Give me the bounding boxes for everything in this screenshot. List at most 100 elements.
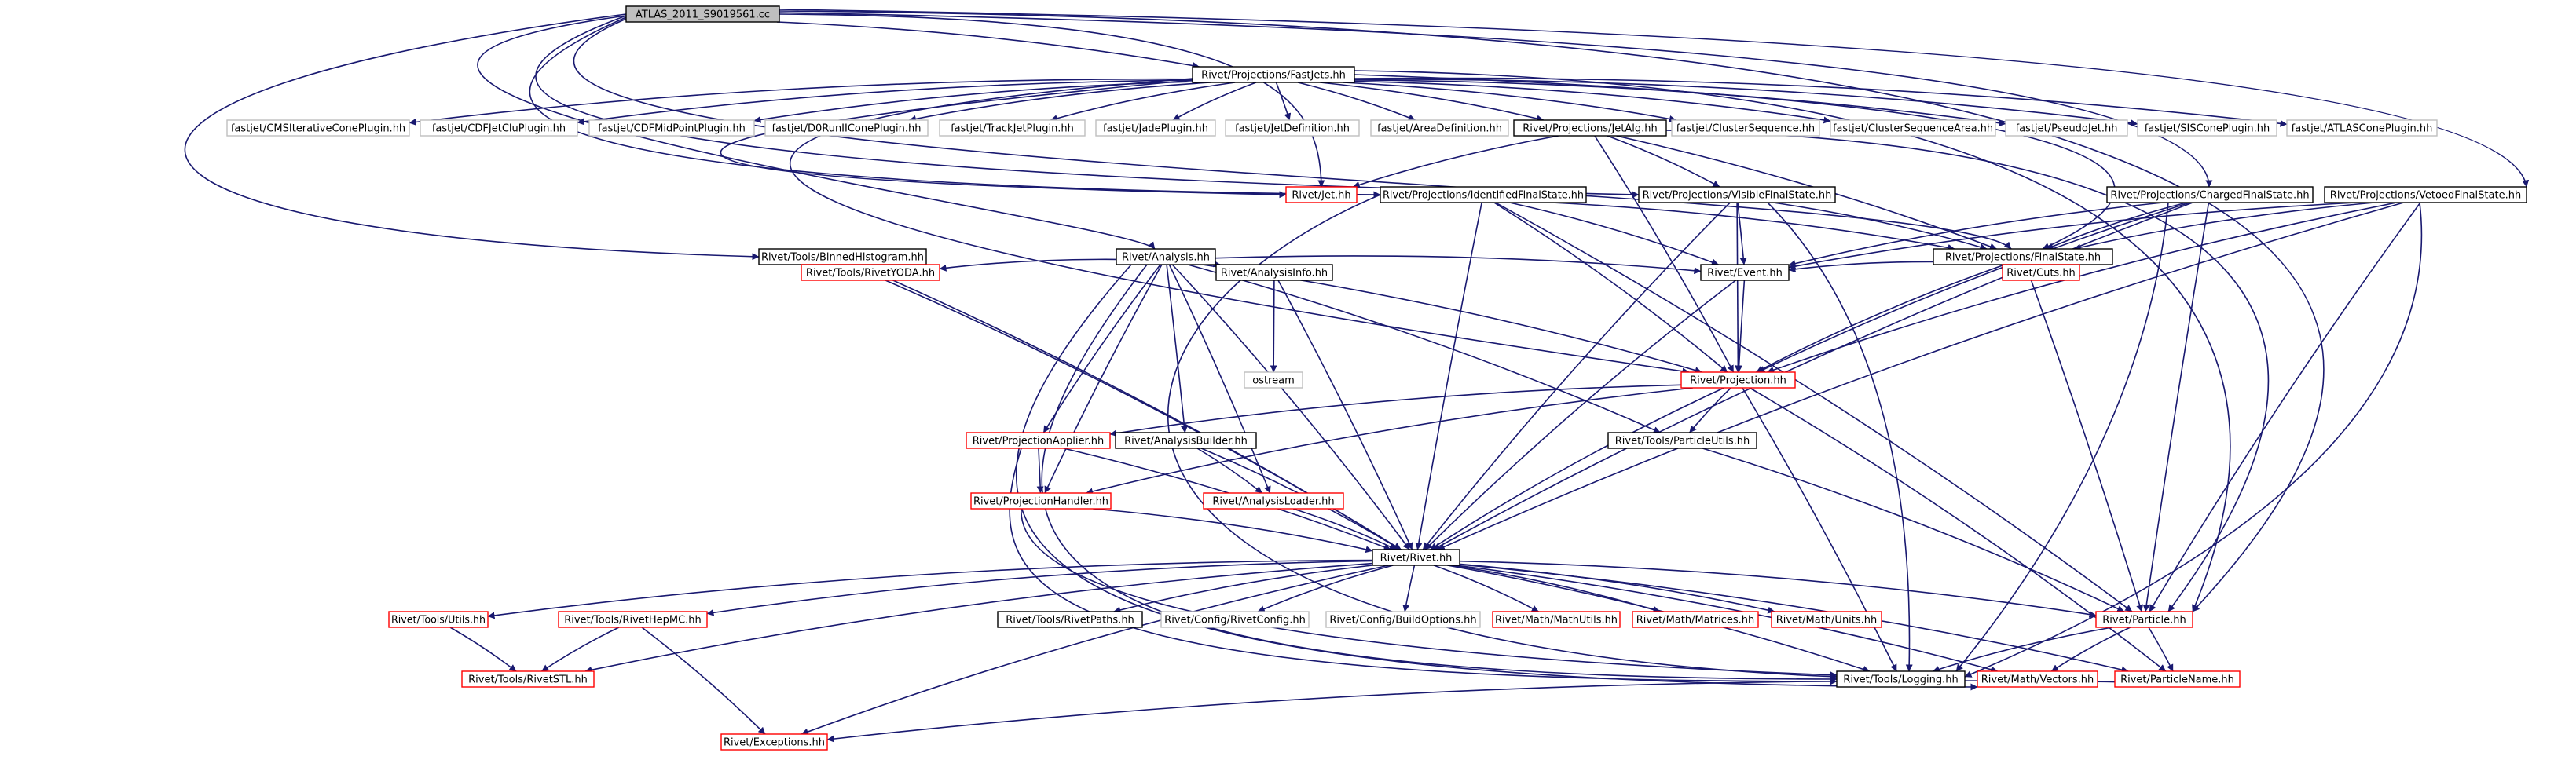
include-edge-jetalg-to-visiblefs <box>1607 135 1720 188</box>
node-label: Rivet/ProjectionHandler.hh <box>973 496 1108 508</box>
include-edge-root-to-chargedfs <box>779 12 2213 188</box>
include-edge-fastjets-to-d0run2 <box>908 82 1211 122</box>
include-edge-identfs-to-rivet <box>1415 202 1482 550</box>
node-ostream: ostream <box>1244 371 1303 389</box>
node-box <box>1370 119 1509 137</box>
include-edge-rivet-to-mathutils <box>1433 565 1539 612</box>
node-root[interactable]: ATLAS_2011_S9019561.cc <box>625 5 780 23</box>
node-identfs[interactable]: Rivet/Projections/IdentifiedFinalState.h… <box>1380 186 1587 203</box>
include-edge-fastjets-to-clusterseq <box>1343 82 1677 122</box>
node-box <box>1203 492 1344 510</box>
node-label: fastjet/CDFJetCluPlugin.hh <box>432 123 566 135</box>
node-particleutils[interactable]: Rivet/Tools/ParticleUtils.hh <box>1607 432 1757 449</box>
node-jet[interactable]: Rivet/Jet.hh <box>1285 186 1358 203</box>
node-label: Rivet/Event.hh <box>1707 268 1783 280</box>
node-chargedfs[interactable]: Rivet/Projections/ChargedFinalState.hh <box>2106 186 2314 203</box>
node-projapplier[interactable]: Rivet/ProjectionApplier.hh <box>966 432 1111 449</box>
node-box <box>420 119 578 137</box>
include-edge-fastjets-to-projection <box>790 78 1690 375</box>
node-analysis[interactable]: Rivet/Analysis.hh <box>1116 248 1216 265</box>
include-edge-jetalg-to-particle <box>1665 130 2270 612</box>
node-finalstate[interactable]: Rivet/Projections/FinalState.hh <box>1933 248 2113 265</box>
node-rivetstl[interactable]: Rivet/Tools/RivetSTL.hh <box>461 670 595 688</box>
include-edge-analysisbuilder-to-analysisloader <box>1196 448 1262 494</box>
node-fastjets[interactable]: Rivet/Projections/FastJets.hh <box>1192 66 1355 83</box>
node-visiblefs[interactable]: Rivet/Projections/VisibleFinalState.hh <box>1638 186 1836 203</box>
node-box <box>764 119 929 137</box>
node-particlename[interactable]: Rivet/ParticleName.hh <box>2114 670 2241 688</box>
node-box <box>720 733 828 751</box>
include-edge-fastjets-to-areadef <box>1297 82 1416 121</box>
node-binnedhist[interactable]: Rivet/Tools/BinnedHistogram.hh <box>758 248 927 265</box>
node-units[interactable]: Rivet/Math/Units.hh <box>1771 611 1882 628</box>
include-edge-fastjets-to-trackjet <box>1050 82 1236 122</box>
node-label: fastjet/SISConePlugin.hh <box>2145 123 2270 135</box>
include-edge-projection-to-projapplier <box>1109 384 1682 437</box>
node-event[interactable]: Rivet/Event.hh <box>1700 264 1790 281</box>
node-box <box>1115 432 1257 449</box>
include-edge-chargedfs-to-finalstate <box>2046 202 2187 250</box>
node-box <box>588 119 755 137</box>
node-projection[interactable]: Rivet/Projection.hh <box>1680 371 1796 389</box>
node-rivet[interactable]: Rivet/Rivet.hh <box>1372 549 1460 566</box>
node-rivetyoda[interactable]: Rivet/Tools/RivetYODA.hh <box>801 264 940 281</box>
include-edge-root-to-finalstate <box>573 18 2012 250</box>
node-box <box>1771 611 1882 628</box>
include-edge-identfs-to-finalstate <box>1551 202 1955 251</box>
node-label: Rivet/Tools/Utils.hh <box>391 615 486 627</box>
node-label: Rivet/Math/Units.hh <box>1776 615 1878 627</box>
node-particle[interactable]: Rivet/Particle.hh <box>2095 611 2193 628</box>
node-label: Rivet/Tools/ParticleUtils.hh <box>1615 436 1750 448</box>
include-edge-root-to-vetoedfs <box>779 9 2530 188</box>
node-vectors[interactable]: Rivet/Math/Vectors.hh <box>1977 670 2098 688</box>
node-box <box>461 670 595 688</box>
node-label: Rivet/Tools/BinnedHistogram.hh <box>761 252 924 264</box>
node-projhandler[interactable]: Rivet/ProjectionHandler.hh <box>970 492 1112 510</box>
node-label: Rivet/Jet.hh <box>1292 190 1350 202</box>
node-siscone: fastjet/SISConePlugin.hh <box>2137 119 2277 137</box>
node-analysisinfo[interactable]: Rivet/AnalysisInfo.hh <box>1215 264 1333 281</box>
include-edge-analysis-to-particleutils <box>1187 264 1661 433</box>
node-layer: ATLAS_2011_S9019561.ccRivet/Projections/… <box>226 5 2527 751</box>
node-box <box>966 432 1111 449</box>
include-edge-visiblefs-to-logging <box>1767 202 1913 672</box>
node-box <box>1680 371 1796 389</box>
node-cdfmidpoint: fastjet/CDFMidPointPlugin.hh <box>588 119 755 137</box>
node-label: fastjet/TrackJetPlugin.hh <box>951 123 1074 135</box>
node-label: fastjet/AreaDefinition.hh <box>1377 123 1502 135</box>
node-analysisbuilder[interactable]: Rivet/AnalysisBuilder.hh <box>1115 432 1257 449</box>
node-box <box>2286 119 2438 137</box>
node-box <box>1285 186 1358 203</box>
include-edge-chargedfs-to-particle <box>2142 202 2210 612</box>
node-rivethepmc[interactable]: Rivet/Tools/RivetHepMC.hh <box>558 611 708 628</box>
include-edge-projection-to-projhandler <box>1086 387 1693 495</box>
include-edge-chargedfs-to-logging <box>1955 202 2169 672</box>
include-edge-rivet-to-particle <box>1459 560 2097 618</box>
node-label: Rivet/Projections/FinalState.hh <box>1945 252 2101 264</box>
node-analysisloader[interactable]: Rivet/AnalysisLoader.hh <box>1203 492 1344 510</box>
node-d0run2: fastjet/D0RunIIConePlugin.hh <box>764 119 929 137</box>
include-edge-particle-to-vectors <box>2050 627 2131 672</box>
include-edge-vetoedfs-to-particle <box>2149 202 2421 612</box>
node-label: Rivet/AnalysisBuilder.hh <box>1124 436 1248 448</box>
node-box <box>1215 264 1333 281</box>
node-rivetpaths[interactable]: Rivet/Tools/RivetPaths.hh <box>997 611 1143 628</box>
node-matrices[interactable]: Rivet/Math/Matrices.hh <box>1632 611 1759 628</box>
node-label: Rivet/Math/Vectors.hh <box>1981 674 2094 686</box>
node-logging[interactable]: Rivet/Tools/Logging.hh <box>1836 670 1966 688</box>
include-edge-projection-to-logging <box>1742 387 1897 672</box>
node-label: fastjet/ClusterSequence.hh <box>1676 123 1815 135</box>
node-exceptions[interactable]: Rivet/Exceptions.hh <box>720 733 828 751</box>
node-jetalg[interactable]: Rivet/Projections/JetAlg.hh <box>1513 119 1667 137</box>
node-label: fastjet/PseudoJet.hh <box>2016 123 2118 135</box>
node-mathutils[interactable]: Rivet/Math/MathUtils.hh <box>1492 611 1621 628</box>
include-edge-root-to-identfs <box>529 16 1381 199</box>
node-cuts[interactable]: Rivet/Cuts.hh <box>2002 264 2080 281</box>
include-edge-fastjets-to-jade <box>1172 82 1257 121</box>
node-label: Rivet/Projections/ChargedFinalState.hh <box>2110 190 2309 202</box>
node-box <box>226 119 410 137</box>
node-utils[interactable]: Rivet/Tools/Utils.hh <box>388 611 489 628</box>
include-edge-analysis-to-analysisbuilder <box>1166 264 1189 433</box>
node-vetoedfs[interactable]: Rivet/Projections/VetoedFinalState.hh <box>2324 186 2527 203</box>
node-label: Rivet/Analysis.hh <box>1122 252 1210 264</box>
